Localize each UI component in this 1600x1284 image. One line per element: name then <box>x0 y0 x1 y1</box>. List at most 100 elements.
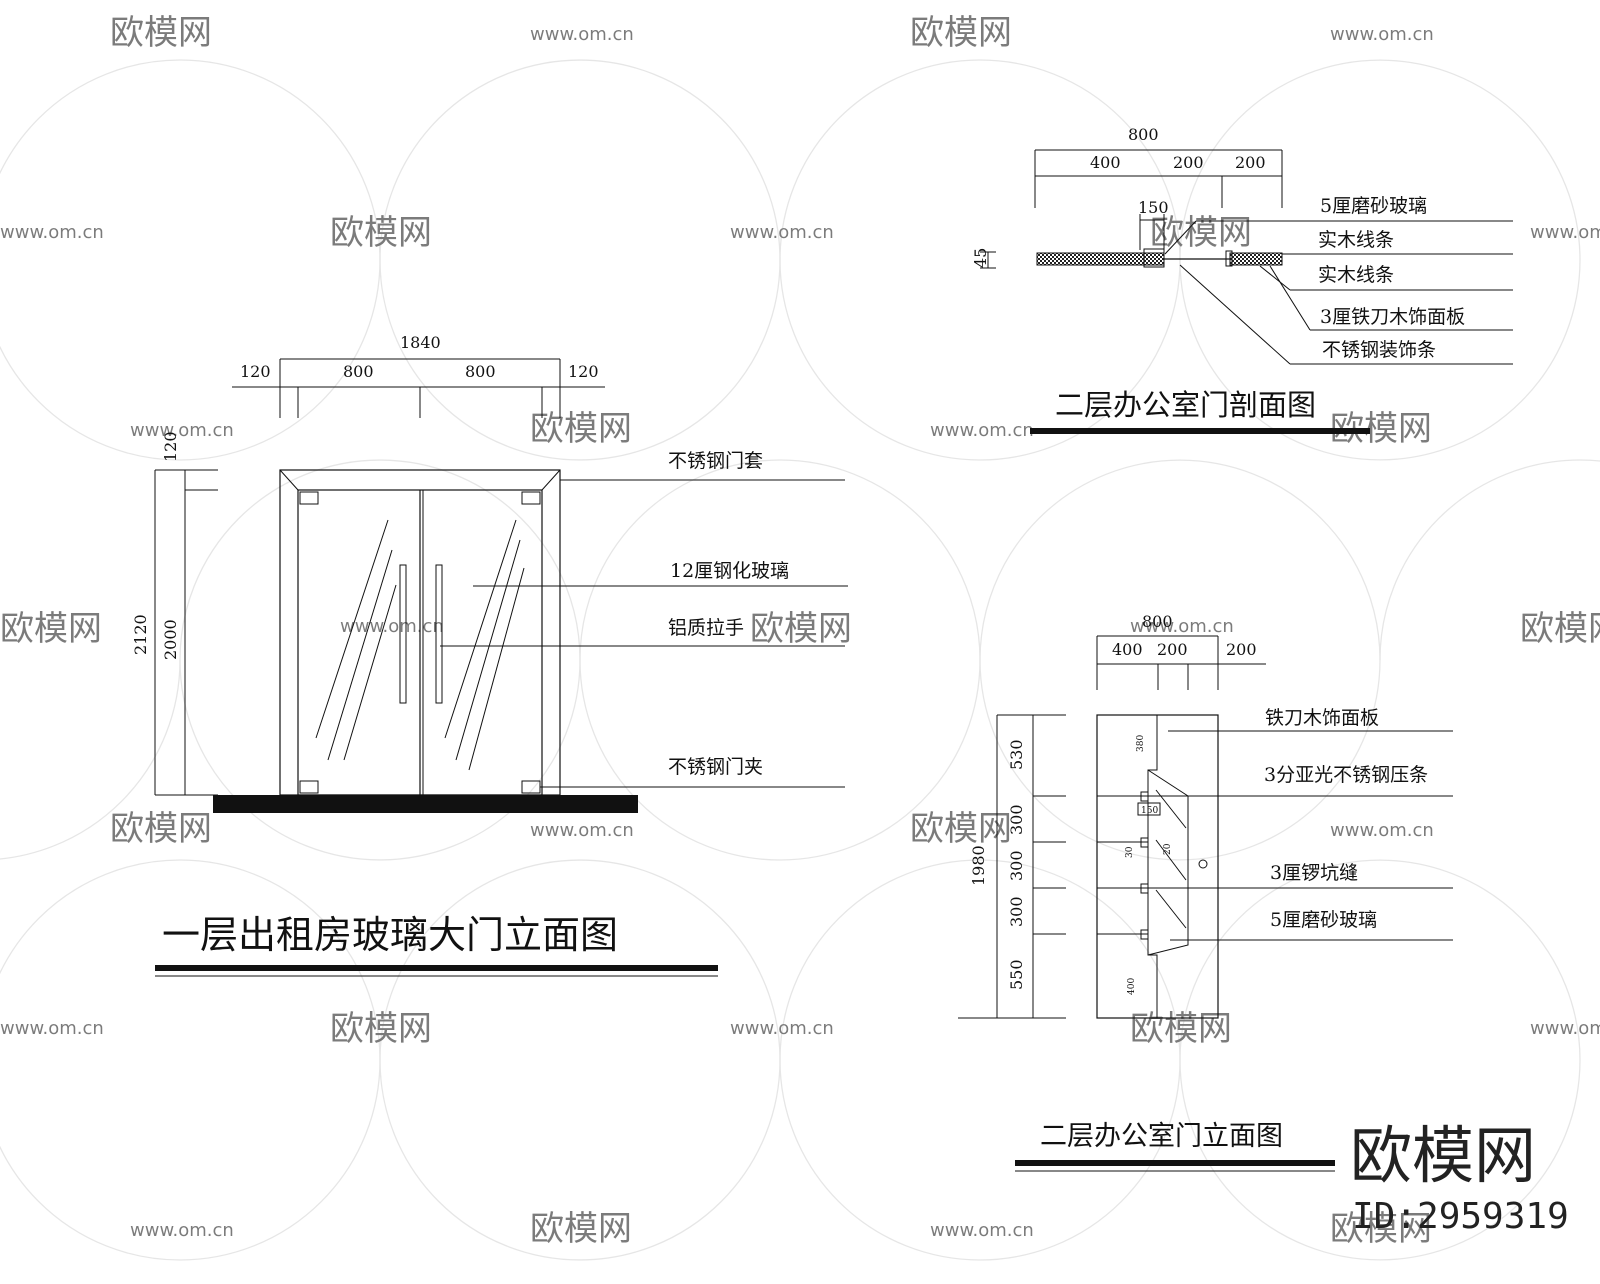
dim-total-width: 1840 <box>400 333 441 352</box>
dim-300-c: 300 <box>1007 896 1026 927</box>
dim-left-leaf: 800 <box>343 362 374 381</box>
callout-frame: 不锈钢门套 <box>668 450 763 472</box>
callouts: 5厘磨砂玻璃 实木线条 实木线条 3厘铁刀木饰面板 不锈钢装饰条 <box>1164 195 1513 365</box>
callouts: 铁刀木饰面板 3分亚光不锈钢压条 3厘锣坑缝 5厘磨砂玻璃 <box>1148 707 1453 941</box>
dim-right-leaf: 800 <box>465 362 496 381</box>
door-outline <box>1096 714 1219 1019</box>
dim-seg-400: 400 <box>1112 640 1143 659</box>
top-dimension-chain: 1840 120 800 800 120 <box>232 333 605 418</box>
callout-glass: 12厘钢化玻璃 <box>670 560 789 582</box>
dim-550: 550 <box>1007 959 1026 990</box>
dim-seg-200-b: 200 <box>1226 640 1257 659</box>
callout-clip: 不锈钢门夹 <box>668 756 763 778</box>
dim-30: 30 <box>1125 846 1135 858</box>
brand-id: ID:2959319 <box>1352 1196 1569 1237</box>
dim-thickness: 45 <box>971 248 990 268</box>
title-underline-thick <box>1015 1160 1335 1166</box>
dim-total-height: 2120 <box>131 614 150 655</box>
callout-veneer-panel: 铁刀木饰面板 <box>1265 707 1379 729</box>
left-dimension-chain: 1980 530 300 300 300 550 <box>958 714 1066 1019</box>
thickness-dimension: 45 <box>971 248 996 269</box>
dim-300-a: 300 <box>1007 804 1026 835</box>
dim-right-frame: 120 <box>568 362 599 381</box>
dim-total-width: 800 <box>1142 612 1173 631</box>
callout-steel-strip: 不锈钢装饰条 <box>1322 339 1436 361</box>
watermark-url: www.om.cn <box>0 222 104 243</box>
dim-380: 380 <box>1136 735 1146 752</box>
watermark-url: www.om.cn <box>1530 222 1600 243</box>
dim-20: 20 <box>1163 843 1173 855</box>
dim-300-b: 300 <box>1007 850 1026 881</box>
watermark-url: www.om.cn <box>130 420 234 441</box>
watermark-logo: 欧模网 <box>1520 609 1600 649</box>
callout-wood-strip-1: 实木线条 <box>1318 229 1394 251</box>
door-section <box>1036 248 1283 268</box>
dim-door-height: 2000 <box>161 619 180 660</box>
watermark-url: www.om.cn <box>730 1018 834 1039</box>
watermark-logo: 欧模网 <box>330 1009 432 1049</box>
watermark-logo: 欧模网 <box>330 213 432 253</box>
drawing1-title: 一层出租房玻璃大门立面图 <box>162 913 618 957</box>
watermark-url: www.om.cn <box>1130 616 1234 637</box>
dim-total-width: 800 <box>1128 125 1159 144</box>
watermark-logo: 欧模网 <box>910 13 1012 53</box>
dim-seg-200-b: 200 <box>1235 153 1266 172</box>
drawing-office-door-section: 800 400 200 200 150 45 <box>971 125 1513 434</box>
watermark-logo: 欧模网 <box>1130 1009 1232 1049</box>
watermark-url: www.om.cn <box>1330 24 1434 45</box>
brand-mark: 欧模网 ID:2959319 <box>1350 1119 1569 1237</box>
callout-frosted-glass: 5厘磨砂玻璃 <box>1320 195 1427 217</box>
top-dimension-chain: 800 400 200 200 150 <box>1034 125 1283 250</box>
watermark-url: www.om.cn <box>730 222 834 243</box>
watermark-url: www.om.cn <box>1330 820 1434 841</box>
watermark-logo: 欧模网 <box>110 809 212 849</box>
brand-logo-text: 欧模网 <box>1350 1119 1536 1192</box>
dim-top-frame: 120 <box>161 431 180 462</box>
dim-seg-200-a: 200 <box>1157 640 1188 659</box>
callout-veneer-panel: 3厘铁刀木饰面板 <box>1320 306 1465 328</box>
drawing2-title: 二层办公室门剖面图 <box>1055 388 1316 422</box>
callout-steel-strip: 3分亚光不锈钢压条 <box>1264 764 1428 786</box>
dim-400: 400 <box>1127 978 1137 995</box>
floor-base <box>213 795 638 813</box>
glass-reflection-lines <box>315 519 525 771</box>
left-dimension-chain: 2120 120 2000 <box>131 431 218 796</box>
watermark-url: www.om.cn <box>930 420 1034 441</box>
dim-530: 530 <box>1007 739 1026 770</box>
dim-left-frame: 120 <box>240 362 271 381</box>
drawing3-title: 二层办公室门立面图 <box>1040 1121 1283 1152</box>
drawing-office-door-elevation: 800 400 200 200 1980 530 300 300 300 550 <box>958 612 1453 1172</box>
watermark-logo: 欧模网 <box>0 609 102 649</box>
watermark-logo: 欧模网 <box>1150 213 1252 253</box>
watermark-url: www.om.cn <box>340 616 444 637</box>
title-underline <box>1030 428 1370 434</box>
dim-150: 150 <box>1141 806 1158 816</box>
top-dimension-chain: 800 400 200 200 <box>1096 612 1266 690</box>
watermark-layer: 欧模网 www.om.cn 欧模网 www.om.cn 欧模网 www.om.c… <box>0 13 1600 1261</box>
dim-seg-400: 400 <box>1090 153 1121 172</box>
title-underline-thick <box>155 965 718 971</box>
watermark-url: www.om.cn <box>530 820 634 841</box>
watermark-url: www.om.cn <box>530 24 634 45</box>
watermark-logo: 欧模网 <box>750 609 852 649</box>
watermark-logo: 欧模网 <box>1330 1209 1432 1249</box>
callout-handle: 铝质拉手 <box>668 617 744 639</box>
small-dimensions: 380 150 30 20 400 <box>1125 735 1173 995</box>
callout-groove: 3厘锣坑缝 <box>1270 862 1358 884</box>
callouts: 不锈钢门套 12厘钢化玻璃 铝质拉手 不锈钢门夹 <box>440 450 848 788</box>
watermark-logo: 欧模网 <box>530 409 632 449</box>
watermark-logo: 欧模网 <box>530 1209 632 1249</box>
watermark-url: www.om.cn <box>0 1018 104 1039</box>
door-handles <box>399 564 443 704</box>
watermark-logo: 欧模网 <box>110 13 212 53</box>
watermark-url: www.om.cn <box>130 1220 234 1241</box>
watermark-url: www.om.cn <box>1530 1018 1600 1039</box>
dim-seg-200-a: 200 <box>1173 153 1204 172</box>
drawing-glass-door-elevation: 1840 120 800 800 120 2120 120 2000 <box>131 333 848 977</box>
callout-frosted-glass: 5厘磨砂玻璃 <box>1270 909 1377 931</box>
door-frame <box>279 469 561 796</box>
dim-inner-150: 150 <box>1138 198 1169 217</box>
watermark-url: www.om.cn <box>930 1220 1034 1241</box>
watermark-logo: 欧模网 <box>910 809 1012 849</box>
